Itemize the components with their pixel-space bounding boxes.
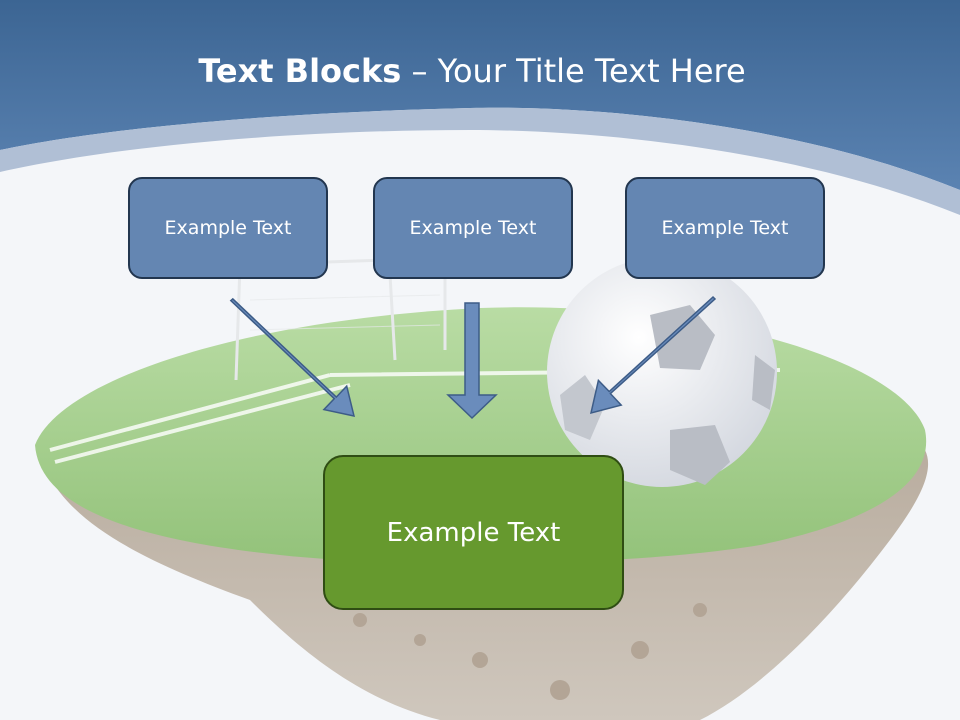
slide-title: Text Blocks – Your Title Text Here	[0, 52, 944, 90]
arrow-right-shape	[589, 295, 717, 415]
text-block-3[interactable]: Example Text	[625, 177, 825, 279]
text-block-main[interactable]: Example Text	[323, 455, 624, 610]
arrow-middle-shape	[446, 302, 498, 420]
title-dash: –	[401, 52, 438, 90]
arrow-left-shape	[229, 297, 356, 417]
soccer-ball-shape	[547, 257, 777, 487]
text-block-2[interactable]: Example Text	[373, 177, 573, 279]
header-band-shape	[0, 0, 960, 215]
title-bold: Text Blocks	[198, 52, 402, 90]
title-rest: Your Title Text Here	[437, 52, 746, 90]
text-block-1[interactable]: Example Text	[128, 177, 328, 279]
